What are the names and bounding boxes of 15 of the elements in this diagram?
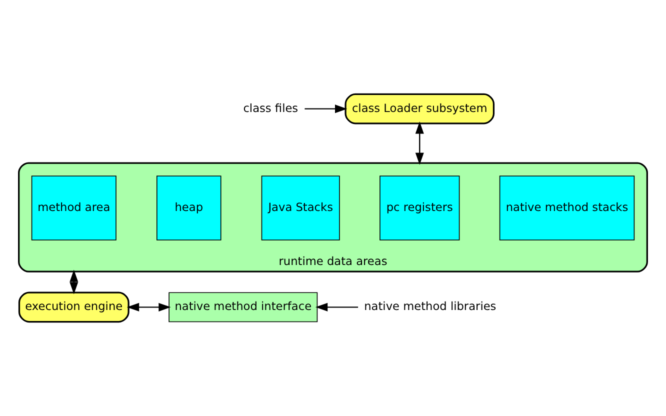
node-box: heap bbox=[156, 176, 222, 240]
arrow bbox=[315, 302, 358, 312]
arrow bbox=[126, 302, 171, 312]
node-box: native method stacks bbox=[499, 176, 635, 240]
node-box: class Loader subsystem bbox=[344, 93, 495, 124]
arrow bbox=[70, 270, 78, 294]
node-text: native method libraries bbox=[364, 299, 496, 314]
arrow bbox=[304, 104, 348, 114]
arrow bbox=[415, 122, 424, 165]
node-box: execution engine bbox=[18, 292, 130, 323]
node-box: native method interface bbox=[168, 292, 318, 322]
node-box: Java Stacks bbox=[261, 176, 340, 240]
node-text: class files bbox=[243, 100, 298, 115]
node-box: method area bbox=[31, 176, 116, 240]
node-box: pc registers bbox=[380, 176, 460, 240]
